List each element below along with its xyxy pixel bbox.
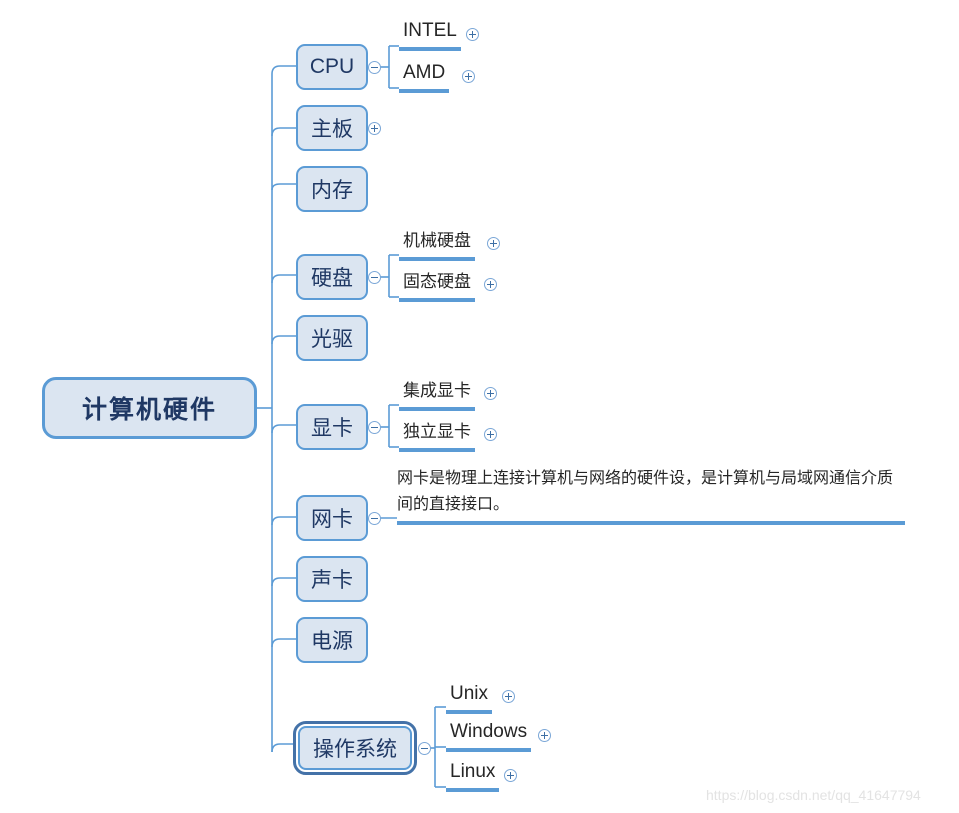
leaf-node-intel[interactable]: INTEL	[399, 18, 461, 51]
branch-node-label: 主板	[311, 118, 353, 141]
expand-toggle-motherboard[interactable]	[368, 122, 381, 135]
leaf-node-label: AMD	[399, 60, 450, 93]
leaf-node-discrete-gpu[interactable]: 独立显卡	[399, 419, 475, 452]
expand-toggle-amd[interactable]	[462, 70, 475, 83]
branch-node-label: 声卡	[311, 569, 353, 592]
leaf-node-note-text: 网卡是物理上连接计算机与网络的硬件设，是计算机与局域网通信介质间的直接接口。	[397, 466, 905, 525]
root-node-label: 计算机硬件	[81, 396, 217, 424]
collapse-toggle-network-card[interactable]	[368, 512, 381, 525]
branch-node-label: 硬盘	[311, 267, 353, 290]
branch-node-label: CPU	[309, 55, 355, 78]
branch-node-power-supply[interactable]: 电源	[296, 617, 368, 663]
branch-node-sound-card[interactable]: 声卡	[296, 556, 368, 602]
branch-node-label: 网卡	[311, 508, 353, 531]
collapse-toggle-cpu[interactable]	[368, 61, 381, 74]
collapse-toggle-harddisk[interactable]	[368, 271, 381, 284]
branch-node-graphics-card[interactable]: 显卡	[296, 404, 368, 450]
branch-node-optical-drive[interactable]: 光驱	[296, 315, 368, 361]
expand-toggle-intel[interactable]	[466, 28, 479, 41]
leaf-node-mechanical-harddisk[interactable]: 机械硬盘	[399, 228, 475, 261]
expand-toggle-integrated-gpu[interactable]	[484, 387, 497, 400]
branch-node-operating-system[interactable]: 操作系统	[293, 721, 417, 775]
leaf-node-label: 独立显卡	[399, 419, 475, 452]
expand-toggle-mechanical-harddisk[interactable]	[487, 237, 500, 250]
collapse-toggle-operating-system[interactable]	[418, 742, 431, 755]
leaf-node-integrated-gpu[interactable]: 集成显卡	[399, 378, 475, 411]
expand-toggle-ssd-harddisk[interactable]	[484, 278, 497, 291]
branch-node-label: 内存	[311, 179, 353, 202]
branch-node-cpu[interactable]: CPU	[296, 44, 368, 90]
branch-node-label: 电源	[311, 630, 353, 653]
branch-node-network-card[interactable]: 网卡	[296, 495, 368, 541]
collapse-toggle-graphics-card[interactable]	[368, 421, 381, 434]
leaf-node-label: 固态硬盘	[399, 269, 475, 302]
leaf-node-network-card-note[interactable]: 网卡是物理上连接计算机与网络的硬件设，是计算机与局域网通信介质间的直接接口。	[397, 466, 905, 525]
branch-node-label: 显卡	[311, 417, 353, 440]
expand-toggle-unix[interactable]	[502, 690, 515, 703]
leaf-node-label: Windows	[446, 719, 532, 752]
branch-node-harddisk[interactable]: 硬盘	[296, 254, 368, 300]
watermark: https://blog.csdn.net/qq_41647794	[706, 787, 921, 803]
root-node[interactable]: 计算机硬件	[42, 377, 257, 439]
leaf-node-unix[interactable]: Unix	[446, 681, 493, 714]
leaf-node-linux[interactable]: Linux	[446, 759, 500, 792]
leaf-node-label: 机械硬盘	[399, 228, 475, 261]
expand-toggle-discrete-gpu[interactable]	[484, 428, 497, 441]
expand-toggle-linux[interactable]	[504, 769, 517, 782]
leaf-node-windows[interactable]: Windows	[446, 719, 532, 752]
leaf-node-label: Linux	[446, 759, 500, 792]
branch-node-label: 光驱	[311, 328, 353, 351]
branch-node-memory[interactable]: 内存	[296, 166, 368, 212]
branch-node-label: 操作系统	[313, 738, 397, 761]
leaf-node-ssd-harddisk[interactable]: 固态硬盘	[399, 269, 475, 302]
branch-node-motherboard[interactable]: 主板	[296, 105, 368, 151]
leaf-node-label: INTEL	[399, 18, 461, 51]
expand-toggle-windows[interactable]	[538, 729, 551, 742]
leaf-node-label: 集成显卡	[399, 378, 475, 411]
leaf-node-label: Unix	[446, 681, 493, 714]
leaf-node-amd[interactable]: AMD	[399, 60, 450, 93]
